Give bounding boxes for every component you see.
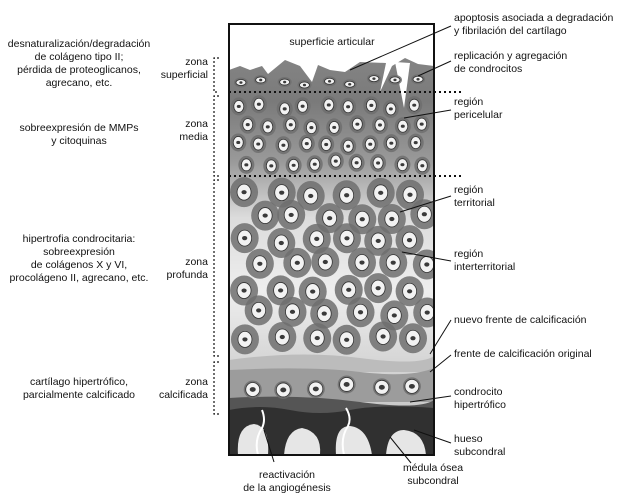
chondrocyte-superficial — [278, 77, 292, 87]
label-hueso: hueso subcondral — [454, 433, 622, 459]
label-replicacion: replicación y agregación de condrocitos — [454, 50, 622, 76]
note-profunda: hipertrofia condrocitaria: sobreexpresió… — [2, 233, 156, 285]
chondrocyte-hipertrofico — [373, 378, 391, 396]
chondrocyte-profunda — [231, 324, 259, 354]
zone-media-label: zona media — [150, 118, 208, 144]
chondrocyte-media — [263, 157, 279, 175]
chondrocyte-media — [370, 154, 386, 172]
chondrocyte-media — [349, 115, 365, 133]
chondrocyte-media — [328, 152, 344, 170]
chondrocyte-superficial — [234, 77, 248, 87]
label-frente-original: frente de calcificación original — [454, 348, 622, 361]
chondrocyte-profunda — [246, 249, 274, 279]
chondrocyte-hipertrofico — [403, 377, 421, 395]
chondrocyte-profunda — [311, 247, 339, 277]
chondrocyte-media — [363, 96, 379, 114]
note-calcificada: cartílago hipertrófico, parcialmente cal… — [2, 376, 156, 402]
chondrocyte-profunda — [251, 201, 279, 231]
chondrocyte-profunda — [283, 248, 311, 278]
note-superficial: desnaturalización/degradación de colágen… — [2, 38, 156, 90]
chondrocyte-profunda — [367, 178, 395, 208]
label-territorial: región territorial — [454, 184, 622, 210]
chondrocyte-media — [275, 136, 291, 154]
chondrocyte-superficial — [367, 74, 381, 84]
label-pericelular: región pericelular — [454, 96, 622, 122]
chondrocyte-media — [414, 157, 430, 175]
chondrocyte-profunda — [369, 321, 397, 351]
note-media: sobreexpresión de MMPs y citoquinas — [2, 122, 156, 148]
chondrocyte-media — [277, 100, 293, 118]
chondrocyte-superficial — [297, 80, 311, 90]
chondrocyte-profunda — [333, 325, 361, 355]
chondrocyte-profunda — [277, 200, 305, 230]
chondrocyte-hipertrofico — [338, 375, 356, 393]
chondrocyte-media — [238, 156, 254, 174]
chondrocyte-media — [321, 96, 337, 114]
chondrocyte-media — [283, 116, 299, 134]
chondrocyte-media — [260, 118, 276, 136]
label-nuevo-frente: nuevo frente de calcificación — [454, 314, 622, 327]
chondrocyte-media — [395, 117, 411, 135]
chondrocyte-media — [414, 115, 430, 133]
chondrocyte-superficial — [323, 76, 337, 86]
label-apoptosis: apoptosis asociada a degradación y fibri… — [454, 12, 622, 38]
chondrocyte-media — [372, 116, 388, 134]
chondrocyte-media — [230, 133, 246, 151]
chondrocyte-superficial — [343, 79, 357, 89]
chondrocyte-media — [326, 118, 342, 136]
chondrocyte-media — [349, 154, 365, 172]
chondrocyte-profunda — [303, 323, 331, 353]
chondrocyte-profunda — [230, 177, 258, 207]
chondrocyte-media — [303, 119, 319, 137]
zone-brackets — [214, 58, 219, 414]
chondrocyte-profunda — [399, 323, 427, 353]
chondrocyte-profunda — [245, 295, 273, 325]
label-medula: médula ósea subcondral — [388, 462, 478, 488]
chondrocyte-media — [318, 135, 334, 153]
chondrocyte-superficial — [254, 75, 268, 85]
chondrocyte-media — [394, 156, 410, 174]
label-interterritorial: región interterritorial — [454, 248, 622, 274]
chondrocyte-media — [383, 100, 399, 118]
chondrocyte-media — [406, 96, 422, 114]
chondrocyte-media — [251, 95, 267, 113]
chondrocyte-media — [408, 134, 424, 152]
zone-profunda-label: zona profunda — [150, 256, 208, 282]
chondrocyte-media — [240, 116, 256, 134]
chondrocyte-profunda — [231, 223, 259, 253]
chondrocyte-media — [307, 155, 323, 173]
chondrocyte-media — [295, 97, 311, 115]
label-condrocito: condrocito hipertrófico — [454, 386, 622, 412]
chondrocyte-profunda — [348, 248, 376, 278]
chondrocyte-media — [362, 135, 378, 153]
chondrocyte-hipertrofico — [274, 381, 292, 399]
chondrocyte-media — [340, 98, 356, 116]
chondrocyte-media — [383, 134, 399, 152]
chondrocyte-profunda — [413, 298, 441, 328]
chondrocyte-media — [250, 135, 266, 153]
chondrocyte-media — [231, 97, 247, 115]
chondrocyte-media — [286, 156, 302, 174]
articular-surface-label: superficie articular — [232, 36, 432, 49]
chondrocyte-hipertrofico — [244, 380, 262, 398]
chondrocyte-superficial — [388, 75, 402, 85]
chondrocyte-profunda — [413, 249, 441, 279]
chondrocyte-media — [340, 137, 356, 155]
chondrocyte-profunda — [347, 297, 375, 327]
label-angiogenesis: reactivación de la angiogénesis — [222, 469, 352, 495]
zone-superficial-label: zona superficial — [150, 56, 208, 82]
chondrocyte-hipertrofico — [307, 380, 325, 398]
chondrocyte-profunda — [364, 273, 392, 303]
chondrocyte-media — [299, 135, 315, 153]
chondrocyte-profunda — [268, 322, 296, 352]
